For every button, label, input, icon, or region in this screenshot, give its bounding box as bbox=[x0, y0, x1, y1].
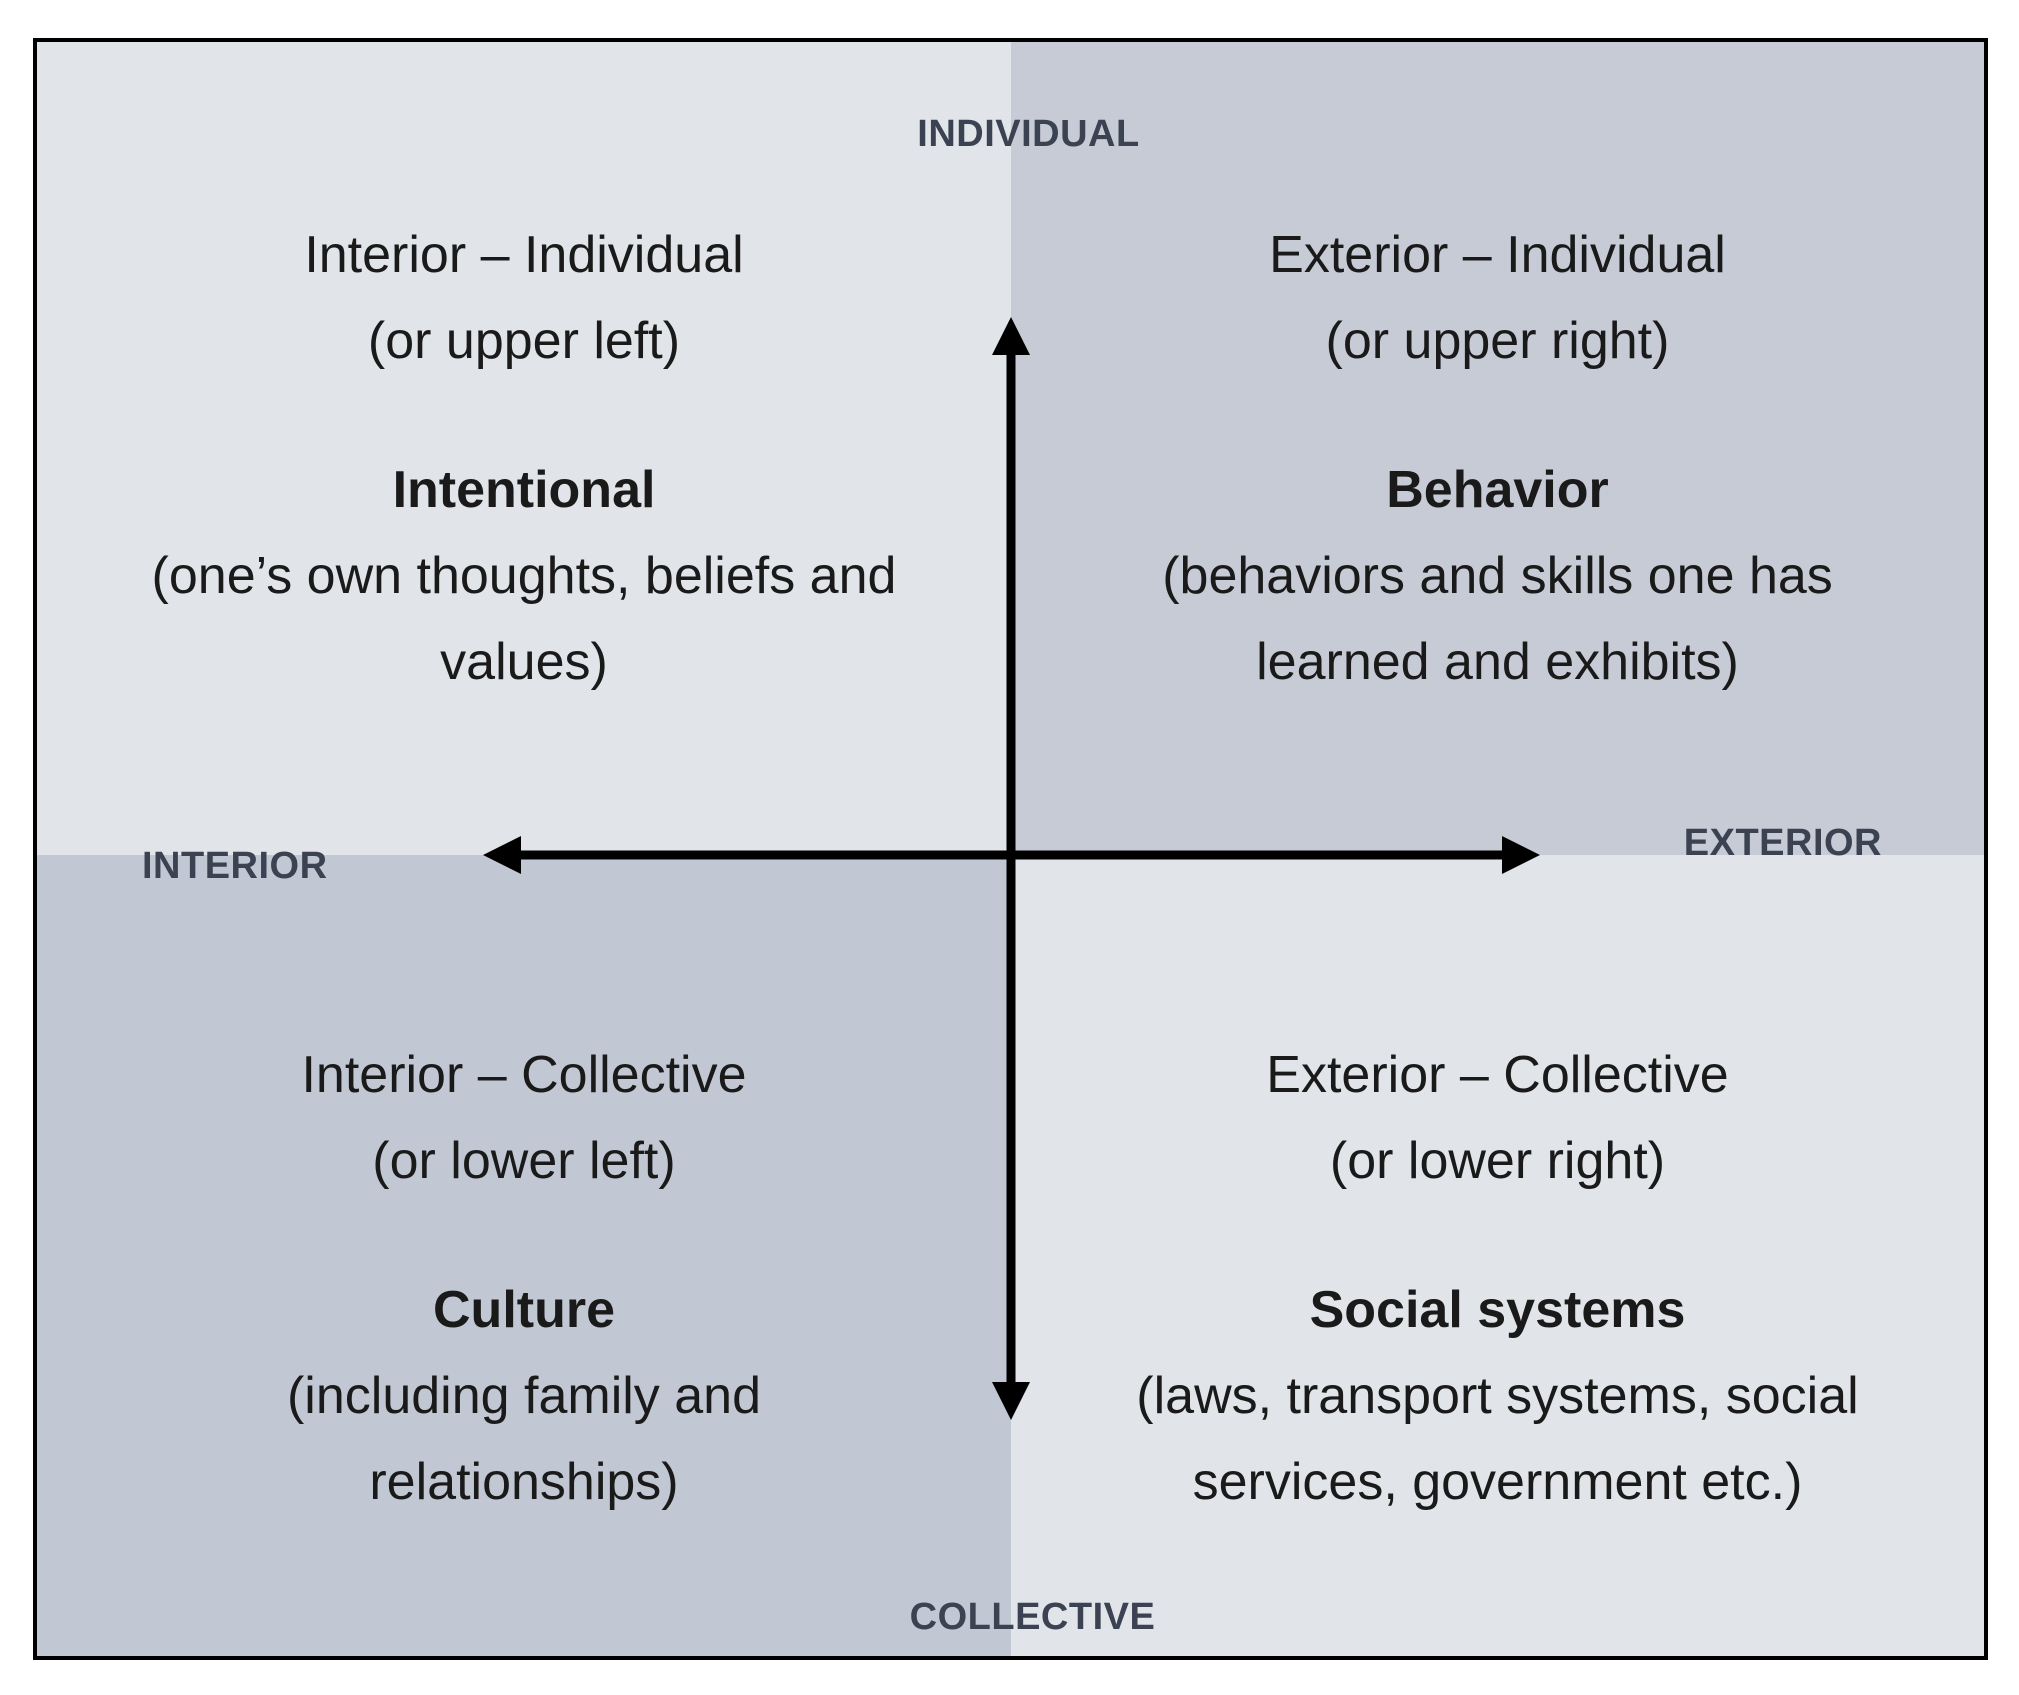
quadrant-description-line: (one’s own thoughts, beliefs and bbox=[151, 547, 897, 605]
quadrant-name: Culture bbox=[433, 1281, 615, 1339]
quadrant-description-line: services, government etc.) bbox=[1192, 1453, 1803, 1511]
quadrant-description-line: relationships) bbox=[369, 1453, 679, 1511]
position-line: (or upper right) bbox=[1325, 312, 1670, 370]
quadrant-lower-right: Exterior – Collective (or lower right) S… bbox=[1011, 855, 1984, 1656]
position-line: Interior – Collective bbox=[301, 1046, 747, 1104]
quadrant-lower-right-bg bbox=[1011, 855, 1984, 1656]
quadrant-name: Behavior bbox=[1386, 461, 1609, 519]
quadrant-upper-left: Interior – Individual (or upper left) In… bbox=[37, 42, 1011, 855]
axis-label-interior: INTERIOR bbox=[142, 845, 328, 887]
quadrant-backgrounds bbox=[37, 42, 1984, 1656]
position-line: (or upper left) bbox=[367, 312, 681, 370]
position-line: (or lower left) bbox=[372, 1132, 676, 1190]
quadrant-position-label: Interior – Collective (or lower left) bbox=[37, 1032, 1011, 1204]
quadrant-description-line: (including family and bbox=[286, 1367, 762, 1425]
position-line: (or lower right) bbox=[1329, 1132, 1666, 1190]
quadrant-position-label: Exterior – Collective (or lower right) bbox=[1011, 1032, 1984, 1204]
quadrant-lower-left-bg bbox=[37, 855, 1011, 1656]
quadrant-description-line: (laws, transport systems, social bbox=[1136, 1367, 1859, 1425]
quadrant-description-line: values) bbox=[440, 633, 608, 691]
axis-label-collective: COLLECTIVE bbox=[909, 1596, 1156, 1638]
quadrant-lower-left: Interior – Collective (or lower left) Cu… bbox=[37, 855, 1011, 1656]
quadrant-upper-left-bg bbox=[37, 42, 1011, 855]
position-line: Exterior – Individual bbox=[1269, 226, 1726, 284]
quadrant-upper-right: Exterior – Individual (or upper right) B… bbox=[1011, 42, 1984, 855]
quadrant-position-label: Interior – Individual (or upper left) bbox=[37, 212, 1011, 384]
quadrant-content: Behavior (behaviors and skills one has l… bbox=[1011, 447, 1984, 705]
quadrant-name: Social systems bbox=[1309, 1281, 1686, 1339]
quadrant-content: Culture (including family and relationsh… bbox=[37, 1267, 1011, 1525]
quadrant-content: Social systems (laws, transport systems,… bbox=[1011, 1267, 1984, 1525]
position-line: Interior – Individual bbox=[304, 226, 744, 284]
position-line: Exterior – Collective bbox=[1266, 1046, 1729, 1104]
quadrant-content: Intentional (one’s own thoughts, beliefs… bbox=[37, 447, 1011, 705]
quadrant-description-line: (behaviors and skills one has bbox=[1162, 547, 1833, 605]
quadrant-description-line: learned and exhibits) bbox=[1256, 633, 1739, 691]
axis-label-exterior: EXTERIOR bbox=[1683, 822, 1882, 864]
axis-label-individual: INDIVIDUAL bbox=[917, 113, 1140, 155]
diagram-frame: INDIVIDUAL COLLECTIVE INTERIOR EXTERIOR … bbox=[33, 38, 1988, 1660]
quadrant-position-label: Exterior – Individual (or upper right) bbox=[1011, 212, 1984, 384]
quadrant-upper-right-bg bbox=[1011, 42, 1984, 855]
quadrant-name: Intentional bbox=[392, 461, 656, 519]
